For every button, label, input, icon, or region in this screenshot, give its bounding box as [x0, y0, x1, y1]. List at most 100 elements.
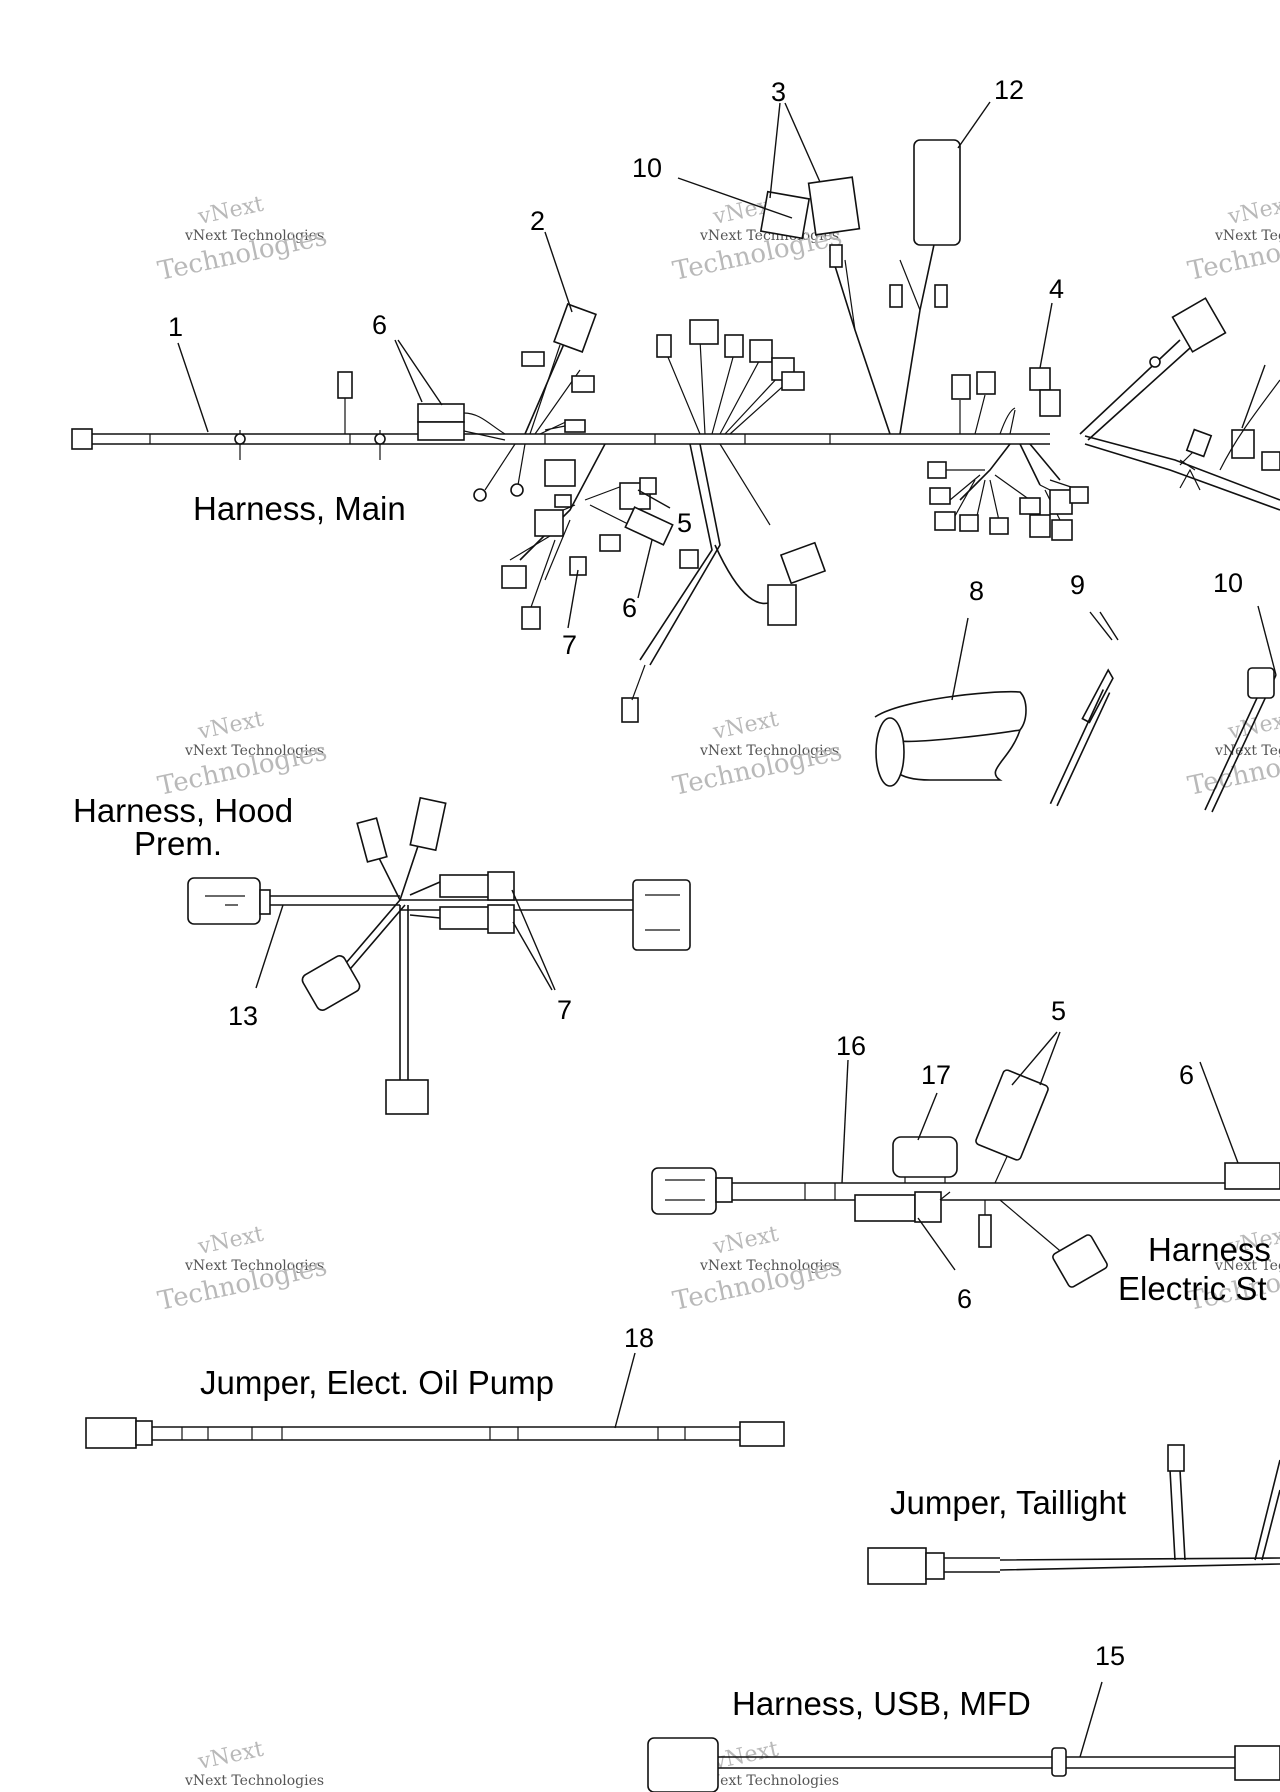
callout-10b: 10 — [1213, 568, 1243, 598]
callout-9: 9 — [1070, 570, 1085, 600]
branch-wire — [844, 259, 921, 331]
connector — [1019, 497, 1041, 515]
watermark-text: vNext Technologies — [184, 1258, 324, 1274]
branch-wire — [959, 394, 1016, 435]
connector — [301, 955, 361, 1011]
connector — [487, 871, 515, 901]
watermark-text: vNext — [710, 1737, 781, 1775]
branch-wire — [939, 1191, 951, 1201]
leader-line — [1199, 1061, 1239, 1164]
callout-5b: 5 — [1051, 996, 1066, 1026]
branch-wire — [1079, 339, 1191, 441]
harness-hood — [187, 796, 691, 1115]
connector — [439, 906, 491, 930]
connector — [975, 1069, 1049, 1161]
connector — [978, 1214, 992, 1248]
connector — [767, 584, 797, 626]
jumper-oil-pump — [85, 1417, 785, 1449]
callout-10a: 10 — [632, 153, 662, 183]
watermark-text: vNext Technologies — [1214, 228, 1280, 244]
connector — [534, 509, 564, 537]
leader-line — [567, 569, 579, 629]
connector — [544, 459, 576, 487]
connector — [259, 889, 271, 915]
connector-detail — [665, 1179, 705, 1201]
connector — [689, 319, 719, 345]
title-harness-hood-sub: Prem. — [134, 825, 222, 862]
callout-18: 18 — [624, 1323, 654, 1353]
callout-5a: 5 — [677, 508, 692, 538]
connector — [889, 284, 903, 308]
branch-wire — [1254, 1459, 1280, 1561]
connector — [337, 371, 353, 399]
harness-main — [71, 139, 1280, 723]
branch-wire — [639, 443, 721, 666]
connector — [621, 697, 639, 723]
connector — [639, 477, 657, 495]
connector — [829, 244, 843, 268]
callout-6a: 6 — [372, 310, 387, 340]
watermark-text: vNext Technologies — [184, 228, 324, 244]
connector — [356, 817, 388, 863]
connector — [1234, 1745, 1280, 1781]
trunk-wire — [732, 1182, 1280, 1201]
leader-line — [1241, 364, 1266, 429]
grommet — [1051, 1747, 1067, 1777]
watermark: vNext vNext Technologies — [699, 1737, 839, 1789]
branch-wire — [399, 905, 409, 1080]
connector — [927, 461, 947, 479]
leader-line — [957, 101, 991, 149]
leader-line — [1089, 611, 1113, 641]
trunk-bands — [804, 1183, 836, 1200]
connector — [929, 487, 951, 505]
connector — [976, 371, 996, 395]
connector — [71, 428, 93, 450]
connector — [564, 419, 586, 433]
callout-3: 3 — [771, 77, 786, 107]
trunk-wire — [270, 895, 400, 906]
connector — [1052, 1234, 1108, 1288]
connector — [934, 284, 948, 308]
loose-parts — [874, 667, 1277, 813]
watermark-text: vNext — [710, 707, 781, 745]
callout-4: 4 — [1049, 274, 1064, 304]
connector — [417, 403, 465, 423]
jumper-bands — [181, 1427, 686, 1440]
harness-electric — [651, 1069, 1280, 1288]
watermark: vNext vNext Technologies Technologies — [155, 1222, 330, 1317]
watermark-text: vNext — [710, 1222, 781, 1260]
connector — [1049, 489, 1073, 515]
branch-wire — [1179, 459, 1201, 491]
watermark: vNext vNext Technologies Technologies — [670, 707, 845, 802]
connector — [656, 334, 672, 358]
grommet — [374, 433, 386, 445]
connector — [951, 374, 971, 400]
connector — [85, 1417, 137, 1449]
callout-15: 15 — [1095, 1641, 1125, 1671]
leader-line — [637, 539, 653, 599]
connector — [439, 874, 491, 898]
connector — [925, 1552, 945, 1580]
branch-wire — [719, 443, 771, 526]
connector — [1051, 519, 1073, 541]
connector — [959, 514, 979, 532]
fuse-module — [913, 139, 961, 246]
callout-13: 13 — [228, 1001, 258, 1031]
leader-line — [1099, 611, 1119, 641]
fuse-holder — [892, 1136, 958, 1178]
connector — [1185, 428, 1213, 458]
callout-17: 17 — [921, 1060, 951, 1090]
connector — [724, 334, 744, 358]
connector — [807, 176, 861, 236]
branch-wire — [631, 664, 646, 701]
watermark: vNext vNext Technologies Technologies — [155, 192, 330, 287]
branch-wire — [409, 881, 441, 919]
leader-line — [1257, 605, 1277, 676]
leader-line — [614, 1352, 636, 1429]
connector — [1039, 389, 1061, 417]
connector — [599, 534, 621, 552]
connector — [1029, 514, 1051, 538]
conduit-sleeve-end — [875, 717, 905, 787]
trunk-bands — [149, 434, 831, 444]
connector — [487, 904, 515, 934]
